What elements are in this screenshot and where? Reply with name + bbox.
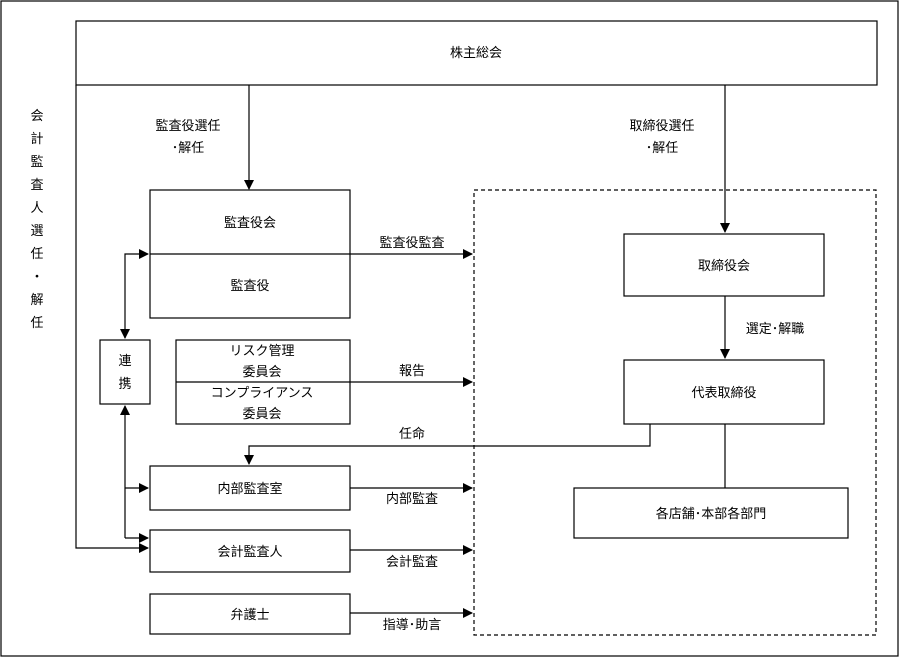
- lawyer-label: 弁護士: [230, 607, 269, 623]
- internal-audit-office-label: 内部監査室: [217, 481, 282, 497]
- director-election-label-1: 取締役選任: [629, 118, 694, 134]
- shareholders-meeting-label: 株主総会: [450, 46, 502, 61]
- coordination-label-1: 連: [118, 354, 131, 369]
- guidance-advice-label: 指導･助言: [383, 618, 442, 633]
- svg-text:人: 人: [30, 201, 43, 216]
- coordination-label-2: 携: [118, 376, 131, 392]
- svg-text:・: ・: [30, 270, 43, 285]
- coordination-auditor-arrow: [120, 249, 149, 339]
- risk-committee-label-1: リスク管理: [229, 344, 294, 359]
- accounting-auditor-label: 会計監査人: [217, 544, 282, 560]
- svg-text:計: 計: [30, 131, 43, 147]
- svg-text:任: 任: [30, 316, 43, 331]
- internal-audit-office-box: [149, 465, 351, 511]
- appointment-label: 任命: [399, 426, 425, 442]
- svg-text:会: 会: [30, 109, 43, 124]
- svg-text:解: 解: [30, 293, 43, 308]
- appointment-arrow: [244, 424, 651, 465]
- stores-departments-label: 各店舗･本部各部門: [656, 506, 767, 522]
- auditor-audit-label: 監査役監査: [379, 235, 444, 251]
- report-label: 報告: [399, 364, 425, 379]
- accounting-auditor-election-arrow: [75, 85, 149, 553]
- auditor-election-label-2: ･解任: [172, 141, 205, 156]
- compliance-committee-label-2: 委員会: [242, 407, 281, 422]
- accounting-audit-label: 会計監査: [386, 554, 438, 570]
- svg-text:選: 選: [30, 224, 43, 239]
- stores-departments-box: [573, 487, 849, 539]
- director-election-label-2: ･解任: [646, 141, 679, 156]
- shareholders-meeting-box: [75, 20, 878, 86]
- accounting-auditor-election-label: 会 計 監 査 人 選 任 ・ 解 任: [30, 109, 43, 331]
- internal-audit-label: 内部監査: [386, 491, 438, 507]
- risk-committee-label-2: 委員会: [242, 365, 281, 380]
- coordination-box: [99, 339, 151, 405]
- selection-dismissal-label: 選定･解職: [746, 322, 805, 337]
- lawyer-box: [149, 593, 351, 635]
- representative-director-box: [623, 359, 825, 425]
- audit-board-label: 監査役会: [224, 215, 276, 231]
- auditor-election-label-1: 監査役選任: [155, 118, 220, 134]
- auditor-label: 監査役: [230, 278, 269, 294]
- compliance-committee-label-1: コンプライアンス: [211, 386, 314, 401]
- svg-text:査: 査: [30, 178, 43, 193]
- executive-region: [473, 189, 877, 636]
- svg-text:任: 任: [30, 247, 43, 262]
- accounting-auditor-box: [149, 529, 351, 573]
- representative-director-label: 代表取締役: [691, 385, 756, 401]
- svg-text:監: 監: [30, 154, 43, 170]
- board-of-directors-box: [623, 233, 825, 297]
- board-of-directors-label: 取締役会: [698, 258, 750, 274]
